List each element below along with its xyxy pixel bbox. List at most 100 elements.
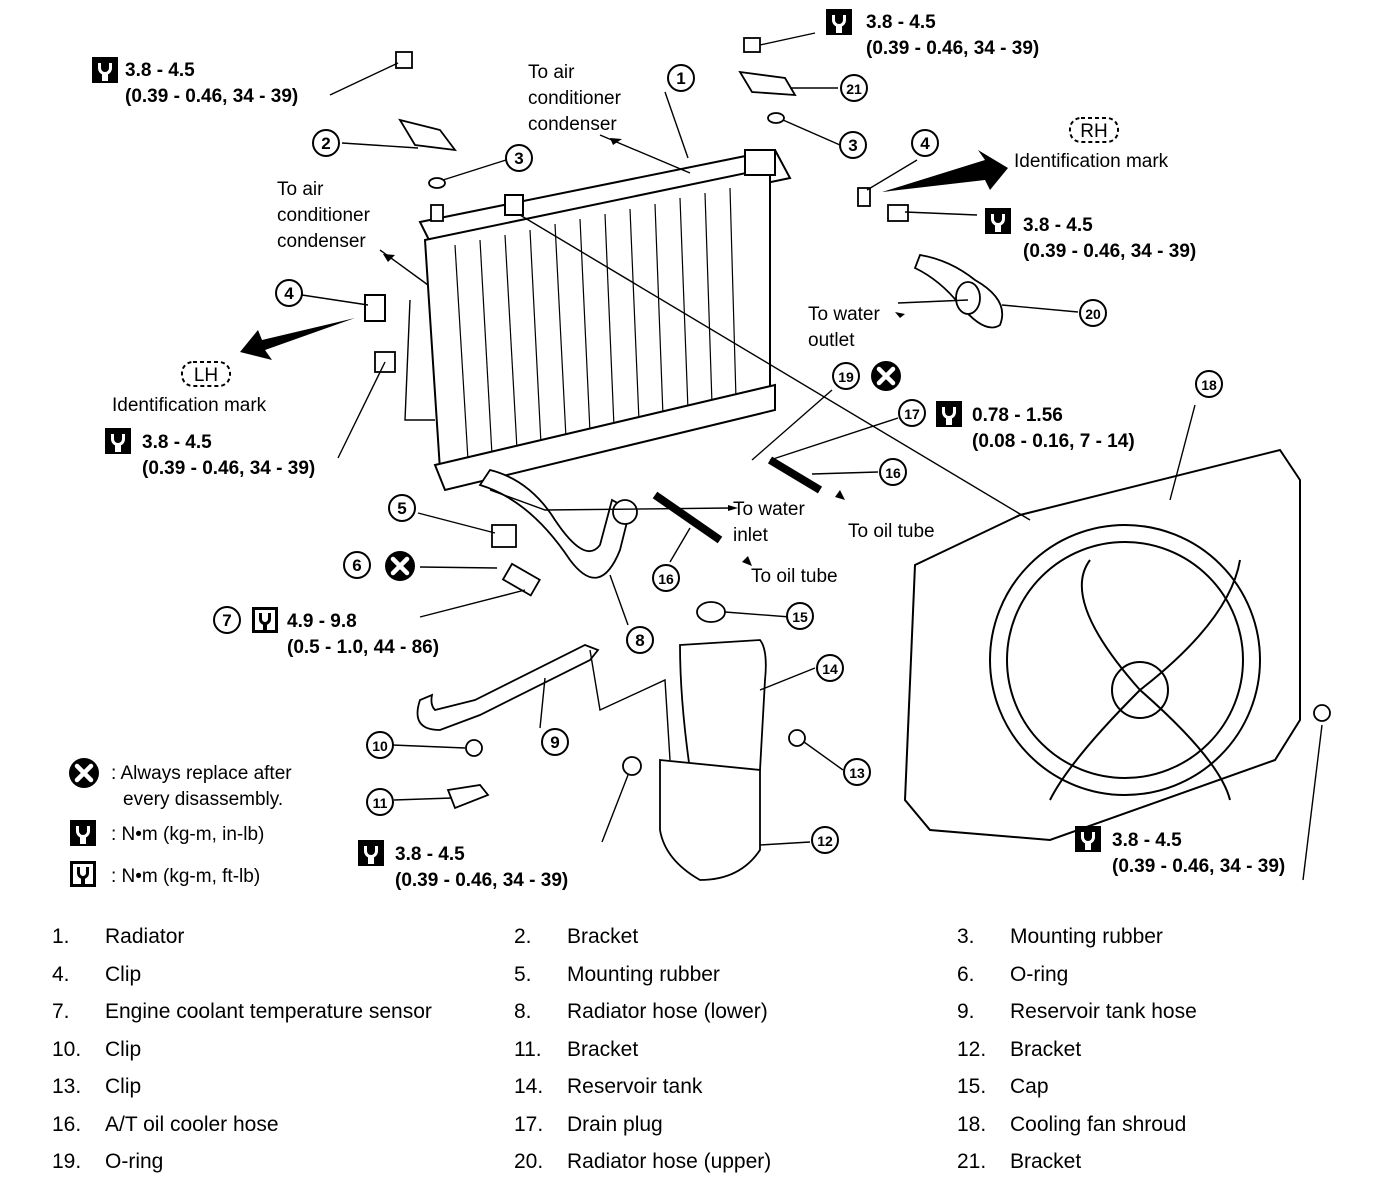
part-number: 21.	[957, 1150, 987, 1173]
callout-9-num: 9	[550, 733, 559, 752]
callout-4a	[275, 279, 303, 307]
callout-15	[786, 602, 814, 630]
callout-11	[366, 788, 394, 816]
radiator-exploded-diagram: 1 2 3 3 4 4 5 6 7 8 9 10 11 12 13 14 15 …	[0, 9, 1331, 891]
annotation-to-oil-tube: To oil tube	[848, 521, 935, 542]
radiator	[364, 148, 792, 492]
annotation-to-ac: conditioner	[528, 88, 622, 109]
reservoir-cap	[696, 601, 726, 623]
part-label: Bracket	[567, 925, 639, 948]
torque-spec-drain-sub: (0.08 - 0.16, 7 - 14)	[972, 431, 1135, 452]
callout-19	[832, 362, 860, 390]
part-number: 3.	[957, 925, 975, 948]
callout-19-num: 19	[838, 369, 854, 385]
lh-badge	[181, 361, 231, 387]
annotation-to-ac: condenser	[528, 114, 617, 135]
callout-16a-num: 16	[885, 465, 901, 481]
callout-9	[541, 728, 569, 756]
torque-spec-sensor: 4.9 - 9.8	[287, 611, 357, 632]
part-label: Cap	[1010, 1075, 1049, 1098]
identification-mark-rh: Identification mark	[1014, 151, 1169, 172]
at-oil-cooler-hose-lower	[652, 491, 723, 544]
callout-18	[1195, 370, 1223, 398]
callout-2	[312, 129, 340, 157]
part-label: Bracket	[1010, 1037, 1082, 1061]
callout-2-num: 2	[321, 134, 330, 153]
callout-21	[840, 74, 868, 102]
callout-12-num: 12	[817, 833, 833, 849]
part-number: 15.	[957, 1075, 987, 1098]
torque-wrench-icon	[826, 9, 852, 35]
torque-spec-value: 3.8 - 4.5	[395, 844, 465, 865]
annotation-to-water-inlet: inlet	[733, 525, 769, 546]
identification-mark-lh: Identification mark	[112, 395, 267, 416]
clip-4-right	[857, 187, 871, 207]
callout-10	[366, 731, 394, 759]
part-label: O-ring	[1010, 962, 1069, 986]
lh-label: LH	[194, 365, 218, 386]
torque-spec-sub: (0.39 - 0.46, 34 - 39)	[866, 38, 1039, 59]
part-label: Drain plug	[567, 1112, 663, 1136]
torque-wrench-alt-icon	[70, 861, 96, 887]
torque-spec-drain: 0.78 - 1.56	[972, 405, 1063, 426]
callout-16b	[652, 564, 680, 592]
annotation-to-oil-tube: To oil tube	[751, 566, 838, 587]
callout-13	[843, 758, 871, 786]
callout-14-num: 14	[822, 661, 838, 677]
mounting-rubber-3-right	[767, 112, 785, 124]
callout-15-num: 15	[792, 609, 808, 625]
part-label: Bracket	[1010, 1150, 1082, 1173]
torque-wrench-icon	[70, 820, 96, 846]
part-number: 4.	[52, 962, 70, 986]
bolt-top-right	[743, 37, 761, 53]
bracket-11	[446, 784, 490, 810]
annotation-to-water-outlet: outlet	[808, 330, 855, 351]
part-label: Clip	[105, 1075, 142, 1098]
part-number: 9.	[957, 1000, 975, 1023]
coolant-temp-sensor	[501, 562, 541, 597]
callout-1	[667, 64, 695, 92]
callout-3a-num: 3	[514, 149, 523, 168]
legend-unit-ftlb: : N•m (kg-m, ft-lb)	[111, 866, 260, 887]
shroud-bolt	[1313, 704, 1331, 722]
torque-wrench-icon	[358, 840, 384, 866]
callout-3a	[505, 144, 533, 172]
callout-6-num: 6	[352, 556, 361, 575]
annotation-to-ac: To air	[528, 62, 575, 83]
callout-18-num: 18	[1201, 377, 1217, 393]
torque-wrench-alt-icon	[252, 607, 278, 633]
at-oil-cooler-hose-upper	[767, 456, 823, 494]
callout-16a	[879, 458, 907, 486]
part-label: Radiator	[105, 925, 185, 948]
clip-13	[788, 729, 806, 747]
part-label: Reservoir tank hose	[1010, 1000, 1197, 1023]
reservoir-tank	[679, 639, 767, 784]
part-label: Reservoir tank	[567, 1075, 703, 1098]
callout-7-num: 7	[222, 611, 231, 630]
callout-4b-num: 4	[920, 134, 930, 153]
replace-x-icon	[871, 361, 901, 391]
part-number: 16.	[52, 1112, 82, 1136]
replace-x-icon	[385, 551, 415, 581]
annotation-to-ac: To air	[277, 179, 324, 200]
part-number: 12.	[957, 1037, 987, 1061]
callout-20	[1079, 299, 1107, 327]
part-number: 6.	[957, 962, 975, 986]
part-label: Clip	[105, 962, 142, 986]
torque-spec-sensor-sub: (0.5 - 1.0, 44 - 86)	[287, 637, 439, 658]
part-number: 10.	[52, 1037, 82, 1061]
callout-17	[898, 399, 926, 427]
rh-arrow	[882, 150, 1008, 192]
callout-10-num: 10	[372, 738, 388, 754]
part-number: 19.	[52, 1150, 82, 1173]
part-label: Bracket	[567, 1037, 639, 1061]
torque-spec-sub: (0.39 - 0.46, 34 - 39)	[1023, 241, 1196, 262]
part-label: Mounting rubber	[567, 962, 720, 986]
part-number: 5.	[514, 962, 532, 986]
part-number: 18.	[957, 1112, 987, 1136]
callout-17-num: 17	[904, 406, 920, 422]
part-number: 7.	[52, 1000, 70, 1023]
legend-replace-text: : Always replace after	[111, 763, 292, 784]
legend-unit-inlb: : N•m (kg-m, in-lb)	[111, 824, 264, 845]
callout-1-num: 1	[676, 69, 685, 88]
